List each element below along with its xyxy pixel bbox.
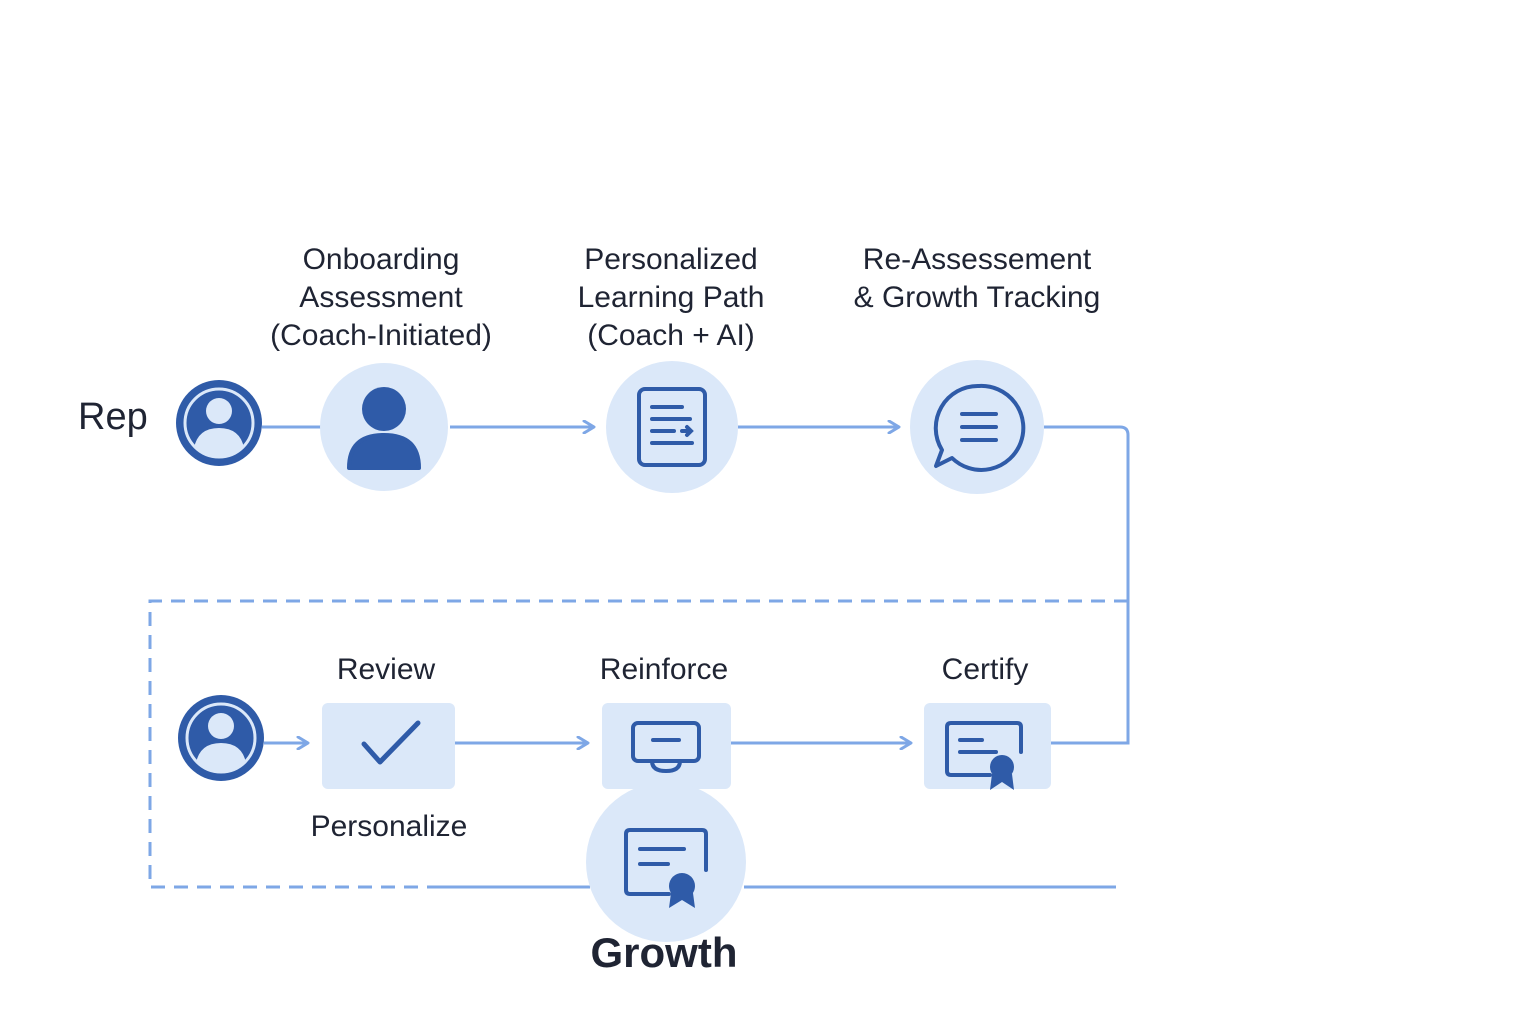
connector-reassessment-to-certify	[1044, 425, 1130, 745]
personalize-label: Personalize	[310, 810, 468, 843]
rep-label: Rep	[78, 396, 148, 438]
rep-avatar-top	[176, 380, 262, 466]
certificate-icon	[945, 721, 1023, 790]
reinforce-node	[602, 703, 731, 789]
learning-path-node	[606, 361, 738, 493]
reassessment-node	[910, 360, 1044, 494]
reinforce-label: Reinforce	[599, 653, 729, 686]
checkmark-icon	[361, 720, 421, 765]
certify-node	[924, 703, 1051, 790]
dashed-feedback-loop	[148, 599, 1128, 889]
learning-path-label: Personalized Learning Path (Coach + AI)	[577, 243, 765, 352]
person-icon	[347, 387, 421, 470]
top-row-connectors	[262, 425, 1130, 745]
bottom-row-connectors	[264, 743, 1116, 889]
review-node	[322, 703, 455, 789]
monitor-icon	[631, 721, 701, 773]
review-label: Review	[336, 653, 436, 686]
certificate-icon	[624, 828, 708, 908]
onboarding-node	[320, 363, 448, 491]
growth-label: Growth	[590, 929, 738, 976]
document-list-icon	[637, 387, 707, 467]
onboarding-assessment-label: Onboarding Assessment (Coach-Initiated)	[270, 243, 492, 352]
reassessment-label: Re-Assessement & Growth Tracking	[853, 243, 1101, 314]
rep-avatar-bottom	[178, 695, 264, 781]
growth-node	[586, 782, 746, 942]
certify-label: Certify	[941, 653, 1029, 686]
chat-bubble-icon	[933, 383, 1026, 472]
